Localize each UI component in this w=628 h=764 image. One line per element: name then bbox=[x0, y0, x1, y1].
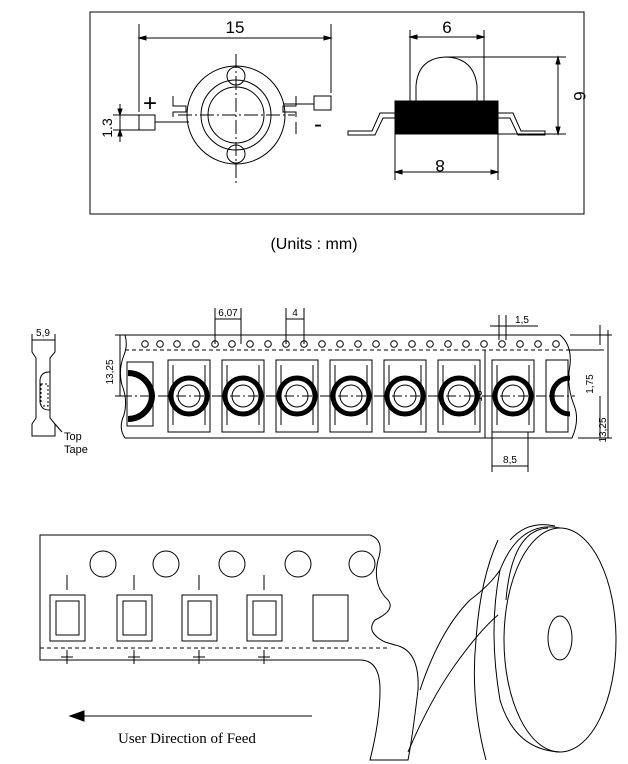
dim-hole-dia-label: 1,5 bbox=[515, 315, 529, 326]
units-label: (Units : mm) bbox=[270, 236, 358, 253]
drawing-frame bbox=[89, 11, 585, 215]
dim-height-label: 6 bbox=[570, 91, 589, 100]
pocket-cross-section bbox=[31, 334, 63, 437]
pocket bbox=[437, 359, 481, 433]
reel bbox=[473, 524, 617, 761]
dim-dome-label: 6 bbox=[442, 18, 451, 37]
minus-terminal-label: - bbox=[314, 111, 322, 138]
dim-tape-width-label: 16 bbox=[474, 390, 485, 402]
reel-pockets bbox=[49, 575, 349, 664]
dim-pocket-depth-label: 5,9 bbox=[36, 328, 50, 339]
dim-lead-width-label: 1.3 bbox=[99, 118, 115, 138]
feed-direction-arrow bbox=[68, 710, 312, 722]
pocket-partial-left bbox=[126, 361, 156, 427]
plus-terminal-label: + bbox=[143, 90, 157, 117]
led-dimension-drawing bbox=[89, 11, 585, 215]
pocket bbox=[275, 359, 319, 433]
dim-pitch-a-label: 6,07 bbox=[218, 308, 238, 319]
dim-pocket-pitch-label: 8,5 bbox=[503, 455, 517, 466]
dim-edge-label: 1,75 bbox=[585, 374, 596, 394]
pocket bbox=[167, 359, 211, 433]
tape-dimension-lines bbox=[115, 308, 612, 472]
dim-hole-pitch-label: 4 bbox=[292, 308, 298, 319]
reel-feed-illustration bbox=[39, 524, 617, 761]
led-top-view bbox=[113, 24, 333, 186]
pocket bbox=[221, 359, 265, 433]
led-side-view bbox=[347, 30, 566, 180]
pocket bbox=[329, 359, 373, 433]
dim-base-label: 8 bbox=[435, 156, 444, 175]
pocket-partial-right bbox=[545, 359, 571, 433]
top-tape-label-line2: Tape bbox=[64, 444, 88, 456]
tape-dimension-drawing bbox=[31, 308, 612, 472]
feed-direction-label: User Direction of Feed bbox=[118, 731, 256, 747]
carrier-tape bbox=[119, 334, 578, 439]
reel-sprocket-holes bbox=[89, 550, 376, 578]
dim-tape-right-label: 13,25 bbox=[598, 417, 609, 442]
dim-tape-left-label: 13,25 bbox=[105, 359, 116, 384]
sprocket-holes bbox=[141, 340, 560, 348]
dim-width-label: 15 bbox=[226, 18, 245, 37]
tape-pockets bbox=[126, 359, 571, 433]
pocket bbox=[491, 359, 535, 433]
top-tape-label-line1: Top bbox=[64, 431, 82, 443]
pocket bbox=[383, 359, 427, 433]
reel-tape-strip bbox=[39, 534, 501, 761]
